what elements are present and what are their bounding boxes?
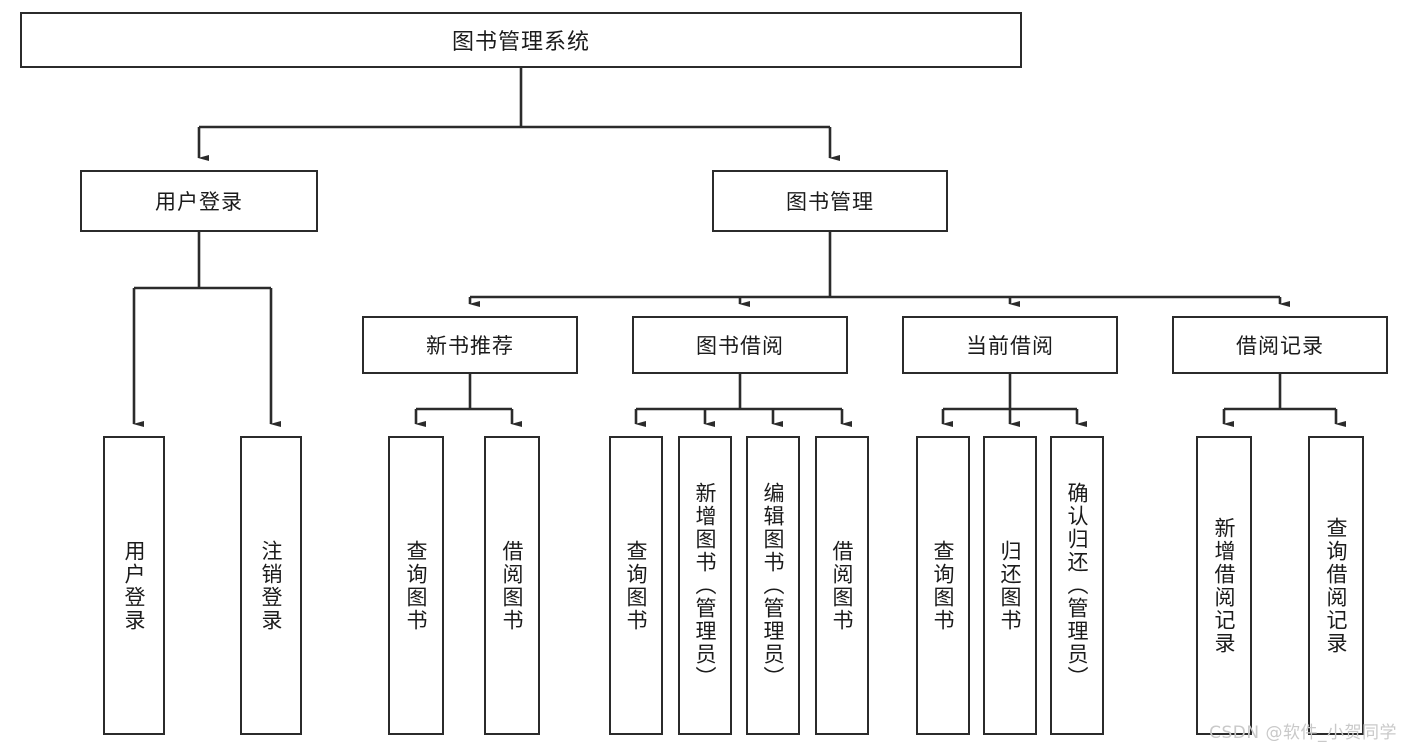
node-label: 新增图书（管理员） bbox=[693, 482, 718, 689]
node-borrow-record[interactable]: 借阅记录 bbox=[1172, 316, 1388, 374]
node-root[interactable]: 图书管理系统 bbox=[20, 12, 1022, 68]
node-leaf-query-book-1[interactable]: 查询图书 bbox=[388, 436, 444, 735]
node-label: 借阅记录 bbox=[1236, 334, 1324, 358]
node-label: 当前借阅 bbox=[966, 334, 1054, 358]
node-leaf-add-record[interactable]: 新增借阅记录 bbox=[1196, 436, 1252, 735]
node-label: 注销登录 bbox=[259, 539, 284, 632]
node-leaf-user-logout[interactable]: 注销登录 bbox=[240, 436, 302, 735]
node-leaf-borrow-book-1[interactable]: 借阅图书 bbox=[484, 436, 540, 735]
node-label: 图书借阅 bbox=[696, 334, 784, 358]
node-user-login[interactable]: 用户登录 bbox=[80, 170, 318, 232]
node-new-book-rec[interactable]: 新书推荐 bbox=[362, 316, 578, 374]
node-leaf-borrow-book-2[interactable]: 借阅图书 bbox=[815, 436, 869, 735]
node-leaf-query-record[interactable]: 查询借阅记录 bbox=[1308, 436, 1364, 735]
node-label: 查询图书 bbox=[404, 539, 429, 632]
node-label: 用户登录 bbox=[155, 190, 243, 214]
node-label: 图书管理 bbox=[786, 190, 874, 214]
node-label: 查询借阅记录 bbox=[1324, 516, 1349, 655]
node-label: 编辑图书（管理员） bbox=[761, 482, 786, 689]
node-leaf-query-book-2[interactable]: 查询图书 bbox=[609, 436, 663, 735]
node-leaf-edit-book[interactable]: 编辑图书（管理员） bbox=[746, 436, 800, 735]
node-leaf-query-book-3[interactable]: 查询图书 bbox=[916, 436, 970, 735]
node-label: 归还图书 bbox=[998, 539, 1023, 632]
node-label: 查询图书 bbox=[931, 539, 956, 632]
node-label: 查询图书 bbox=[624, 539, 649, 632]
csdn-watermark: CSDN @软件_小贺同学 bbox=[1209, 723, 1397, 743]
node-leaf-user-login[interactable]: 用户登录 bbox=[103, 436, 165, 735]
node-label: 新书推荐 bbox=[426, 334, 514, 358]
node-label: 用户登录 bbox=[122, 539, 147, 632]
node-book-borrow[interactable]: 图书借阅 bbox=[632, 316, 848, 374]
node-current-borrow[interactable]: 当前借阅 bbox=[902, 316, 1118, 374]
node-book-manage[interactable]: 图书管理 bbox=[712, 170, 948, 232]
node-leaf-confirm-return[interactable]: 确认归还（管理员） bbox=[1050, 436, 1104, 735]
node-label: 新增借阅记录 bbox=[1212, 516, 1237, 655]
node-leaf-return-book[interactable]: 归还图书 bbox=[983, 436, 1037, 735]
node-label: 确认归还（管理员） bbox=[1065, 482, 1090, 689]
node-label: 借阅图书 bbox=[500, 539, 525, 632]
node-leaf-add-book[interactable]: 新增图书（管理员） bbox=[678, 436, 732, 735]
node-label: 借阅图书 bbox=[830, 539, 855, 632]
node-label: 图书管理系统 bbox=[451, 30, 590, 55]
